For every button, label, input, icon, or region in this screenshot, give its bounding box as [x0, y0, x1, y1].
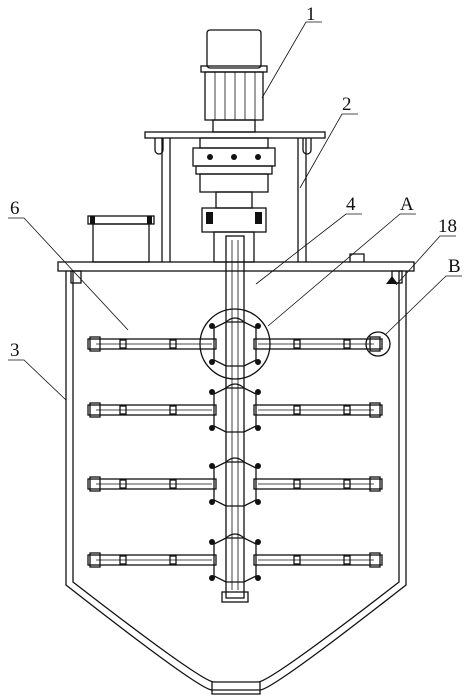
tank-lid	[57, 261, 415, 272]
blade-level	[87, 383, 383, 433]
part-18-marker	[386, 276, 398, 284]
blade-level	[87, 533, 383, 583]
label-4: 4	[346, 194, 356, 215]
label-a: A	[400, 194, 414, 215]
label-2: 2	[342, 94, 352, 115]
agitator-blades	[87, 317, 383, 583]
part-labels: 1 2 4 A 18 6 B 3	[10, 4, 461, 361]
support-frame	[144, 131, 326, 262]
detail-circle-a	[199, 308, 271, 380]
blade-level	[87, 457, 383, 507]
label-b: B	[448, 256, 461, 277]
label-1: 1	[306, 4, 316, 25]
lid-nozzle	[349, 253, 365, 262]
label-6: 6	[10, 198, 20, 219]
reducer-coupling	[192, 137, 276, 263]
leader-lines	[8, 21, 462, 401]
stirring-shaft	[221, 235, 249, 603]
manhole	[87, 215, 155, 263]
label-18: 18	[438, 216, 457, 237]
detail-circle-b	[365, 331, 391, 357]
motor	[200, 29, 268, 133]
label-3: 3	[10, 340, 20, 361]
blade-level	[87, 317, 383, 367]
lid-bracket-left	[70, 270, 82, 284]
tank-shell	[65, 271, 407, 695]
